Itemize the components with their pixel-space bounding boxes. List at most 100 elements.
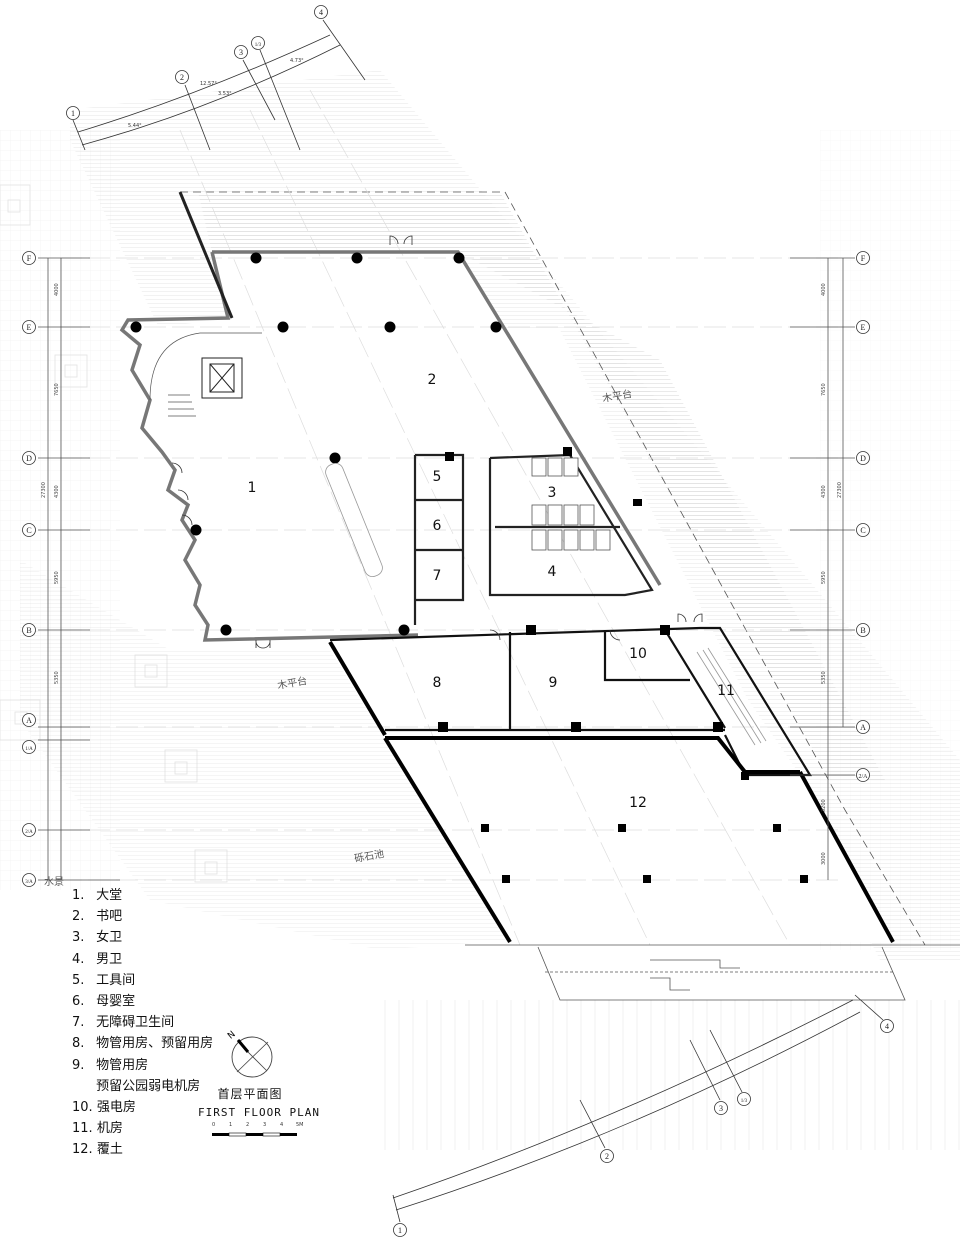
dim-C-B-right: 5950 (821, 571, 827, 584)
dim-E-D-right: 7650 (821, 383, 827, 396)
scale-tick: 4 (280, 1122, 284, 1128)
drawing-title-en: FIRST FLOOR PLAN (198, 1106, 320, 1119)
axis-E-right: E (861, 323, 866, 332)
scale-bar (212, 1132, 297, 1137)
legend-label: 男卫 (96, 951, 123, 967)
legend-label: 预留公园弱电机房 (96, 1078, 201, 1094)
scale-tick: 3 (263, 1122, 267, 1128)
deck-hatch-left (20, 560, 510, 950)
row-dimension-values: 4000 7650 4300 5950 5350 27300 4000 7650… (41, 283, 843, 865)
arc-dim-1: 5.44° (128, 123, 142, 129)
axis-E-left: E (27, 323, 32, 332)
retaining-wall-sw (383, 736, 512, 944)
columns-round (130, 252, 502, 636)
reception-desk (325, 463, 383, 577)
legend-item: 10. 强电房 (72, 1097, 213, 1118)
legend-num: 12. (72, 1142, 93, 1158)
axis-D-left: D (26, 454, 32, 463)
legend-item: 9. 物管用房 (72, 1055, 213, 1076)
axis-B-left: B (26, 626, 31, 635)
legend-item: 4. 男卫 (72, 949, 213, 970)
legend-label: 强电房 (96, 1100, 136, 1116)
scale-tick: 1 (229, 1122, 233, 1128)
legend-label: 物管用房、预留用房 (96, 1036, 214, 1052)
retaining-wall-west (328, 640, 387, 737)
columns-square (438, 625, 808, 883)
room-5-tool-room: 5 (433, 469, 442, 485)
legend-num: 7. (72, 1015, 85, 1031)
legend-label: 大堂 (96, 888, 123, 903)
dim-F-E: 4000 (54, 283, 60, 296)
water-feature-label: 水景 (44, 876, 64, 888)
axis-bubbles (22, 5, 894, 1237)
dimension-lines (38, 257, 855, 881)
zigzag-facade (119, 251, 419, 642)
room-2-book-bar: 2 (428, 372, 437, 388)
glass-facade-north (212, 250, 662, 586)
building-floor (140, 252, 660, 640)
axis-3A-left: 3/A (25, 880, 33, 885)
axis-2A-left: 2/A (25, 830, 33, 835)
legend-label: 物管用房 (96, 1057, 149, 1073)
axis-1A-left: 1/A (25, 747, 33, 752)
legend-label: 机房 (96, 1121, 123, 1137)
legend-label: 书吧 (96, 909, 123, 925)
legend-num: 1. (72, 888, 85, 903)
legend-num: 6. (72, 994, 85, 1010)
arc-dim-2: 12.57° (200, 81, 217, 87)
legend-num: 5. (72, 972, 85, 988)
north-arrow-icon: N (226, 1030, 273, 1078)
legend-num: 8. (72, 1036, 85, 1052)
boundary-dashed (180, 191, 926, 946)
axis-2A-right: 2/A (859, 774, 869, 780)
axis-2-top: 2 (180, 73, 184, 82)
dim-D-C-right: 4300 (821, 485, 827, 498)
dim-lower-1: 3200 (821, 799, 827, 812)
axis-A-left: A (26, 716, 32, 725)
legend-num: 4. (72, 951, 85, 967)
columns-square-toilet (445, 447, 642, 506)
room-6-nursing-room: 6 (433, 518, 442, 534)
axis-2-bottom: 2 (605, 1152, 609, 1161)
axis-C-left: C (26, 526, 31, 535)
legend-label: 女卫 (96, 930, 123, 946)
drawing-title-block: 首层平面图 FIRST FLOOR PLAN (198, 1085, 320, 1119)
room-8-management: 8 (433, 675, 442, 691)
legend-item: 3. 女卫 (72, 927, 213, 948)
toilet-stalls (531, 457, 611, 551)
north-label: N (226, 1030, 238, 1042)
legend-item: 5. 工具间 (72, 970, 213, 991)
axis-1-top: 1 (71, 109, 75, 118)
axis-4-top: 4 (319, 8, 323, 17)
arc-dimension-bottom (392, 994, 884, 1223)
axis-1-bottom: 1 (398, 1226, 402, 1235)
drawing-title-cn: 首层平面图 (217, 1087, 283, 1101)
dim-F-E-right: 4000 (821, 283, 827, 296)
site-stripes-bottom (380, 1000, 960, 1150)
legend-item: 1. 大堂 (72, 885, 213, 906)
dim-lower-2: 3000 (821, 852, 827, 865)
room-11-machine-room: 11 (717, 683, 735, 699)
axis-A-right: A (860, 723, 866, 732)
dim-B-A: 5350 (54, 671, 60, 684)
room-4-mens-wc: 4 (548, 564, 557, 580)
retaining-wall-se (798, 771, 895, 943)
legend-item: 8. 物管用房、预留用房 (72, 1033, 213, 1054)
landscape-steps (465, 944, 960, 1001)
axis-4-bottom: 4 (885, 1022, 889, 1031)
lower-floor (330, 630, 893, 942)
toilet-block-walls (413, 453, 654, 625)
legend-label: 无障碍卫生间 (96, 1015, 175, 1031)
axis-C-right: C (860, 526, 865, 535)
axis-B-right: B (860, 626, 865, 635)
legend-num: 11. (72, 1121, 93, 1137)
room-1-lobby: 1 (248, 480, 257, 496)
axis-labels: F E D C B A F E D C B A 2/A 1/A 2/A 3/A … (25, 8, 889, 1235)
arc-dim-3: 3.53° (218, 91, 232, 97)
legend-label: 母婴室 (96, 994, 136, 1010)
axis-D-right: D (860, 454, 866, 463)
legend-label: 覆土 (96, 1142, 123, 1158)
dim-total: 27300 (41, 482, 47, 498)
room-12-earth-cover: 12 (629, 795, 647, 811)
legend-num: 10. (72, 1100, 93, 1116)
